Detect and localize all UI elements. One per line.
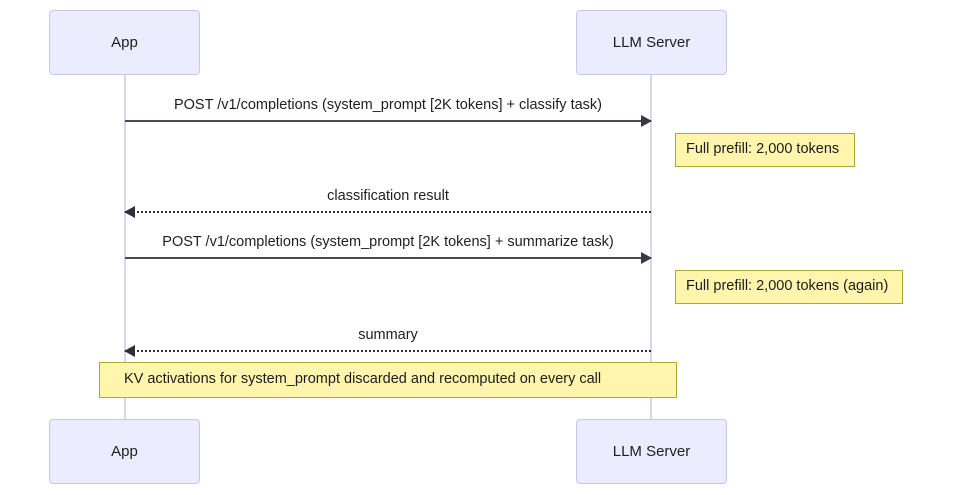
note-kv-activations[interactable]: KV activations for system_prompt discard… <box>99 362 677 398</box>
actor-app-top-label: App <box>111 34 138 51</box>
actor-llm-server-top-label: LLM Server <box>612 34 691 51</box>
arrowhead-left-icon <box>124 206 135 218</box>
actor-llm-server-top[interactable]: LLM Server <box>576 10 727 75</box>
actor-app-top[interactable]: App <box>49 10 200 75</box>
message-post-classify-label: POST /v1/completions (system_prompt [2K … <box>173 97 603 114</box>
actor-app-bottom-label: App <box>111 443 138 460</box>
lifeline-llm-server <box>650 75 652 419</box>
message-summary-label: summary <box>358 327 418 344</box>
arrowhead-left-icon <box>124 345 135 357</box>
note-full-prefill-first-text: Full prefill: 2,000 tokens <box>686 141 840 158</box>
message-classification-result-label: classification result <box>327 188 449 205</box>
arrowhead-right-icon <box>641 252 652 264</box>
actor-app-bottom[interactable]: App <box>49 419 200 484</box>
note-full-prefill-first[interactable]: Full prefill: 2,000 tokens <box>675 133 855 167</box>
message-line-dotted <box>125 211 651 213</box>
message-line-solid <box>125 257 651 259</box>
message-line-solid <box>125 120 651 122</box>
note-full-prefill-again[interactable]: Full prefill: 2,000 tokens (again) <box>675 270 903 304</box>
message-line-dotted <box>125 350 651 352</box>
arrowhead-right-icon <box>641 115 652 127</box>
note-kv-activations-text: KV activations for system_prompt discard… <box>124 371 602 388</box>
lifeline-app <box>124 75 126 419</box>
actor-llm-server-bottom[interactable]: LLM Server <box>576 419 727 484</box>
message-post-summarize-label: POST /v1/completions (system_prompt [2K … <box>162 234 614 251</box>
actor-llm-server-bottom-label: LLM Server <box>612 443 691 460</box>
note-full-prefill-again-text: Full prefill: 2,000 tokens (again) <box>686 278 889 295</box>
